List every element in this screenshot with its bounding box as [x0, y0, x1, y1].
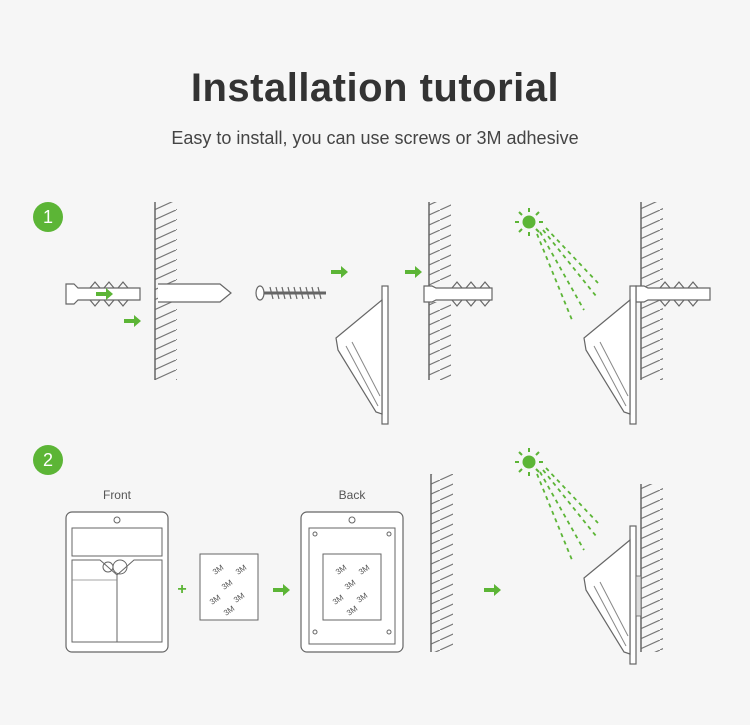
- step-1-number: 1: [43, 207, 53, 227]
- green-arrow-icon: [273, 584, 290, 596]
- screw-icon: [255, 285, 326, 301]
- step-1-badge: 1: [33, 202, 63, 232]
- green-arrow-icon: [96, 288, 113, 300]
- plus-sign: +: [177, 581, 186, 598]
- green-arrow-icon: [331, 266, 348, 278]
- step-2-badge: 2: [33, 445, 63, 475]
- sun-icon: [515, 448, 543, 476]
- sun-icon: [515, 208, 543, 236]
- back-label: Back: [339, 488, 367, 502]
- front-label: Front: [103, 488, 132, 502]
- sun-rays: [536, 227, 599, 321]
- page-subtitle: Easy to install, you can use screws or 3…: [171, 128, 579, 148]
- wall-hatch-5: [640, 484, 663, 652]
- solar-light-back: 3M 3M 3M 3M 3M 3M: [300, 511, 404, 653]
- solar-light-front: [65, 511, 169, 653]
- green-arrow-icon: [405, 266, 422, 278]
- drill-bit-icon: [158, 283, 232, 303]
- adhesive-pad-icon: 3M 3M 3M 3M 3M 3M: [199, 553, 259, 621]
- green-arrow-icon: [484, 584, 501, 596]
- step-2-number: 2: [43, 450, 53, 470]
- solar-light-icon: [583, 525, 642, 665]
- green-arrow-icon: [124, 315, 141, 327]
- page-title: Installation tutorial: [190, 66, 560, 110]
- solar-light-icon: [335, 285, 389, 425]
- wall-anchor-icon: [635, 281, 711, 307]
- solar-light-icon: [583, 285, 637, 425]
- sun-rays: [536, 467, 599, 561]
- wall-hatch-4: [430, 474, 453, 652]
- wall-anchor-icon: [423, 281, 493, 307]
